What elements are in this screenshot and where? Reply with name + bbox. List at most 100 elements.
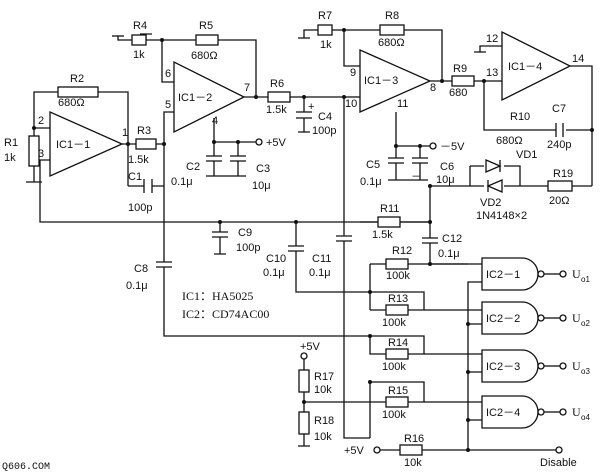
capacitor-c12	[422, 222, 438, 264]
r13-wire	[369, 264, 425, 311]
resistor-r7	[317, 24, 333, 36]
output-3-sub: o3	[581, 367, 590, 376]
c8-label: C8	[134, 263, 148, 275]
r3-value: 1.5k	[128, 154, 149, 166]
c6-label: C6	[440, 161, 454, 173]
r10-label: R10	[510, 111, 530, 123]
opamp-ic1-3	[359, 49, 432, 113]
r12-value: 100k	[386, 270, 410, 282]
capacitor-c1	[143, 179, 153, 193]
ic1-2-supply-wire	[213, 118, 256, 143]
r2-feedback-wire	[33, 91, 129, 144]
resistor-r1	[28, 135, 40, 167]
ic1-3-label: IC1－3	[364, 75, 398, 87]
c11-label: C11	[312, 253, 331, 265]
pin-4-label: 4	[212, 115, 218, 127]
r7-value: 1k	[320, 39, 332, 51]
output-2-label: U	[572, 311, 581, 325]
supply-terminal-neg	[429, 142, 437, 150]
r10-c7-wire	[483, 81, 592, 131]
c9-value: 100p	[236, 242, 260, 254]
gate-3-bubble	[537, 362, 545, 370]
pin-13-label: 13	[486, 67, 498, 79]
pin-5-label: 5	[165, 99, 171, 111]
c6-value: 10μ	[436, 174, 455, 186]
c2-value: 0.1μ	[171, 176, 193, 188]
r2-label: R2	[70, 73, 84, 85]
diode-part: 1N4148×2	[476, 210, 527, 222]
r13-label: R13	[388, 293, 408, 305]
c10-wire	[295, 251, 370, 293]
r4-gnd-wire	[117, 36, 132, 41]
gate-input-wires	[424, 263, 482, 403]
resistor-r18	[298, 411, 310, 435]
c7-label: C7	[552, 103, 566, 115]
capacitor-c10	[288, 222, 304, 252]
output-1-label: U	[572, 267, 581, 281]
r11-value: 1.5k	[372, 229, 393, 241]
r14-wire	[369, 335, 425, 355]
supply-pos-a: +5V	[266, 137, 287, 149]
r5-label: R5	[199, 20, 213, 32]
pin-3-label: 3	[38, 148, 44, 160]
supply-neg: －5V	[440, 141, 465, 153]
ic1-2-input-wire	[163, 111, 174, 186]
resistor-r5	[195, 34, 219, 46]
resistor-r2	[57, 86, 99, 98]
pin-11-label: 11	[397, 98, 408, 110]
r15-label: R15	[388, 385, 408, 397]
c4-label: C4	[318, 111, 332, 123]
pin-1-label: 1	[122, 127, 128, 139]
c4-value: 100p	[312, 125, 336, 137]
diode-wires	[469, 165, 592, 187]
ic1-4-ground-wire	[474, 45, 502, 53]
ic1-2-label: IC1－2	[178, 92, 212, 104]
resistor-r4	[131, 34, 147, 46]
capacitor-c7	[555, 123, 564, 137]
pin-8-label: 8	[430, 82, 436, 94]
resistor-r11	[377, 216, 401, 228]
c7-value: 240p	[547, 139, 571, 151]
output-1-terminal	[559, 270, 567, 278]
r1-value: 1k	[4, 152, 16, 164]
pin-14-label: 14	[572, 53, 584, 65]
gate-2-bubble	[537, 314, 545, 322]
r10-value: 680Ω	[496, 135, 523, 147]
resistor-r17	[298, 369, 310, 393]
r19-label: R19	[553, 168, 573, 180]
r7-ground	[298, 29, 318, 39]
ic1-1-label: IC1－1	[56, 139, 90, 151]
c3-value: 10μ	[252, 180, 271, 192]
pin-9-label: 9	[350, 67, 356, 79]
ic2-3-label: IC2－3	[486, 361, 520, 373]
c5-label: C5	[366, 159, 380, 171]
r4-value: 1k	[133, 49, 145, 61]
ic2-part-note: IC2：CD74AC00	[182, 307, 269, 321]
ic2-1-label: IC2－1	[486, 269, 520, 281]
pin-10-label: 10	[345, 98, 357, 110]
c4-plus: +	[308, 101, 314, 113]
r8-label: R8	[385, 10, 399, 22]
ic1-4-label: IC1－4	[508, 61, 542, 73]
output-4-terminal	[559, 408, 567, 416]
r18-label: R18	[314, 415, 334, 427]
c11-value: 0.1μ	[309, 267, 331, 279]
capacitors-c5-c6	[388, 146, 428, 181]
gate-1-bubble	[537, 270, 545, 278]
r6-label: R6	[270, 78, 284, 90]
r13-value: 100k	[382, 317, 406, 329]
supply-pos-c: +5V	[344, 445, 365, 457]
r18-value: 10k	[314, 431, 332, 443]
ic2-4-label: IC2－4	[486, 407, 520, 419]
c5-value: 0.1μ	[360, 176, 382, 188]
c1-value: 100p	[128, 202, 152, 214]
resistor-r3	[135, 138, 157, 150]
disable-terminal	[555, 446, 563, 454]
r4-label: R4	[133, 20, 147, 32]
r16-value: 10k	[404, 457, 422, 469]
output-2-sub: o2	[581, 319, 590, 328]
diode-vd2	[486, 179, 503, 193]
r7-label: R7	[318, 10, 332, 22]
r15-value: 100k	[382, 409, 406, 421]
